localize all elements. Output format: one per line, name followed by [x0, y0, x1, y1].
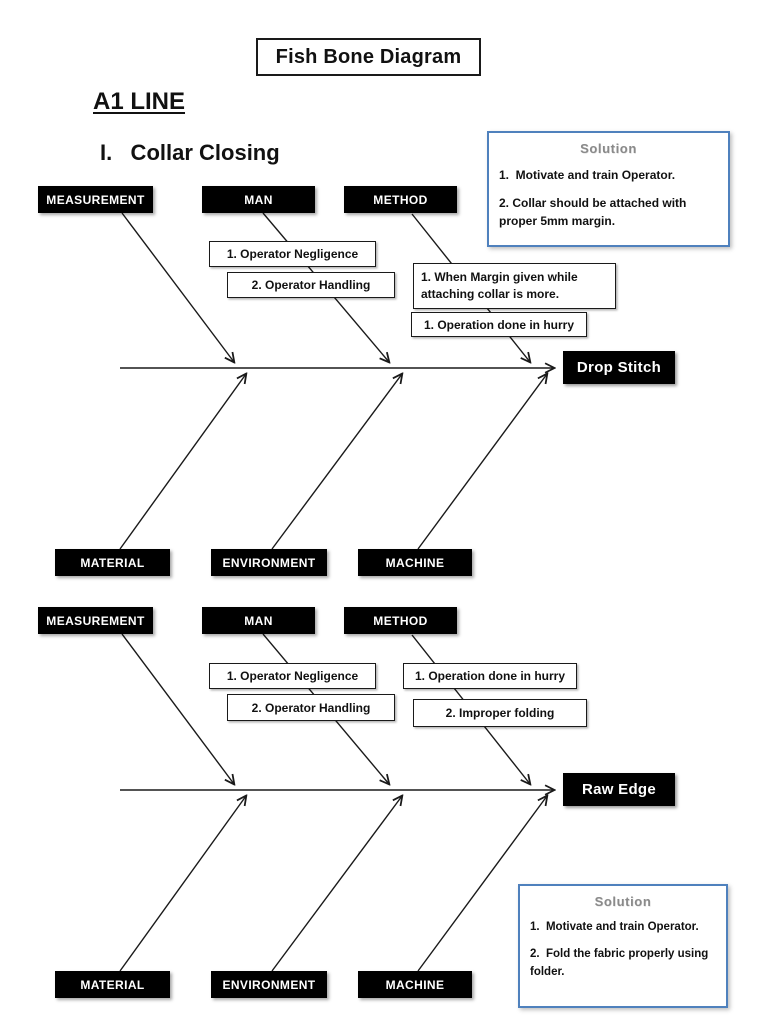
solution-box-raw-edge: Solution 1. Motivate and train Operator.…	[518, 884, 728, 1008]
category-box-measurement-d2: MEASUREMENT	[38, 607, 153, 634]
category-box-method-d2: METHOD	[344, 607, 457, 634]
solution-item: 1. Motivate and train Operator.	[530, 921, 699, 933]
bone-environment-d1	[271, 374, 402, 550]
diagram1-lines	[119, 212, 554, 550]
cause-box-operator-handling-d2: 2. Operator Handling	[227, 694, 395, 721]
line-heading: A1 LINE	[93, 88, 186, 115]
bone-machine-d2	[417, 796, 547, 972]
cause-box-operation-hurry-d1: 1. Operation done in hurry	[411, 312, 587, 337]
bone-material-d2	[119, 796, 246, 972]
category-box-environment-d1: ENVIRONMENT	[211, 549, 327, 576]
category-box-man-d2: MAN	[202, 607, 315, 634]
cause-box-margin-more-d1: 1. When Margin given while attaching col…	[413, 263, 616, 309]
category-box-machine-d1: MACHINE	[358, 549, 472, 576]
cause-box-operator-handling-d1: 2. Operator Handling	[227, 272, 395, 298]
bone-environment-d2	[271, 796, 402, 972]
page-title: Fish Bone Diagram	[256, 38, 481, 76]
category-box-material-d1: MATERIAL	[55, 549, 170, 576]
cause-box-operator-negligence-d2: 1. Operator Negligence	[209, 663, 376, 689]
solution-title: Solution	[580, 141, 637, 156]
solution-box-drop-stitch: Solution 1. Motivate and train Operator.…	[487, 131, 730, 247]
diagram2-lines	[119, 633, 554, 972]
cause-box-improper-folding-d2: 2. Improper folding	[413, 699, 587, 727]
bone-measurement-d2	[121, 633, 234, 784]
bone-machine-d1	[417, 374, 547, 550]
category-box-man-d1: MAN	[202, 186, 315, 213]
solution-item: 2. Fold the fabric properly using folder…	[530, 947, 712, 978]
effect-box-raw-edge: Raw Edge	[563, 773, 675, 806]
category-box-method-d1: METHOD	[344, 186, 457, 213]
bone-measurement-d1	[121, 212, 234, 362]
cause-box-operator-negligence-d1: 1. Operator Negligence	[209, 241, 376, 267]
solution-item: 1. Motivate and train Operator.	[499, 168, 676, 182]
category-box-measurement-d1: MEASUREMENT	[38, 186, 153, 213]
category-box-material-d2: MATERIAL	[55, 971, 170, 998]
category-box-environment-d2: ENVIRONMENT	[211, 971, 327, 998]
solution-item: 2. Collar should be attached with proper…	[499, 195, 690, 229]
category-box-machine-d2: MACHINE	[358, 971, 472, 998]
section-heading: I. Collar Closing	[100, 140, 280, 165]
cause-box-operation-hurry-d2: 1. Operation done in hurry	[403, 663, 577, 689]
bone-material-d1	[119, 374, 246, 550]
effect-box-drop-stitch: Drop Stitch	[563, 351, 675, 384]
solution-title: Solution	[594, 894, 652, 909]
